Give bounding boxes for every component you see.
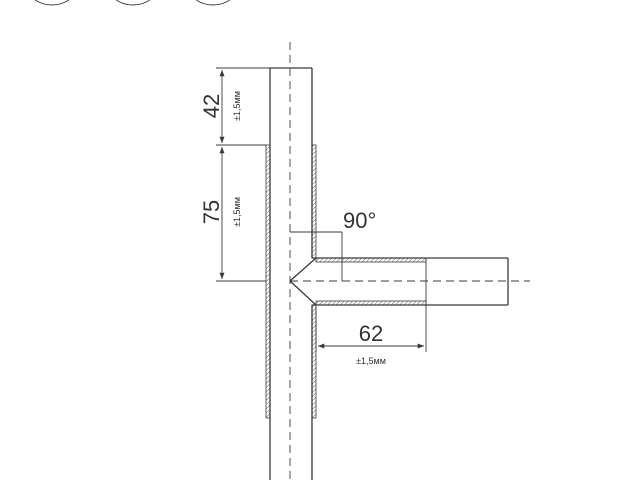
dim-42-value: 42 [199, 94, 224, 118]
vertical-dimensions [216, 67, 270, 282]
right-strip-upper [311, 144, 317, 259]
dim-75-value: 75 [199, 200, 224, 224]
angle-value: 90° [343, 208, 376, 233]
left-strip [265, 144, 271, 419]
circle-3 [195, 0, 231, 6]
top-circles [34, 0, 231, 6]
dim-75-tolerance: ±1,5мм [232, 197, 242, 227]
branch-strip-bottom [315, 300, 427, 306]
horizontal-dimension [315, 305, 427, 352]
dim-62-tolerance: ±1,5мм [356, 356, 386, 366]
dim-42-tolerance: ±1,5мм [232, 91, 242, 121]
circle-2 [115, 0, 151, 6]
branch-profile [289, 257, 509, 306]
circle-1 [34, 0, 70, 6]
vertical-profile [265, 67, 317, 480]
dim-62-value: 62 [359, 321, 383, 346]
angle-indicator [290, 231, 343, 281]
right-strip-lower [311, 304, 317, 419]
branch-strip-top [315, 257, 427, 263]
